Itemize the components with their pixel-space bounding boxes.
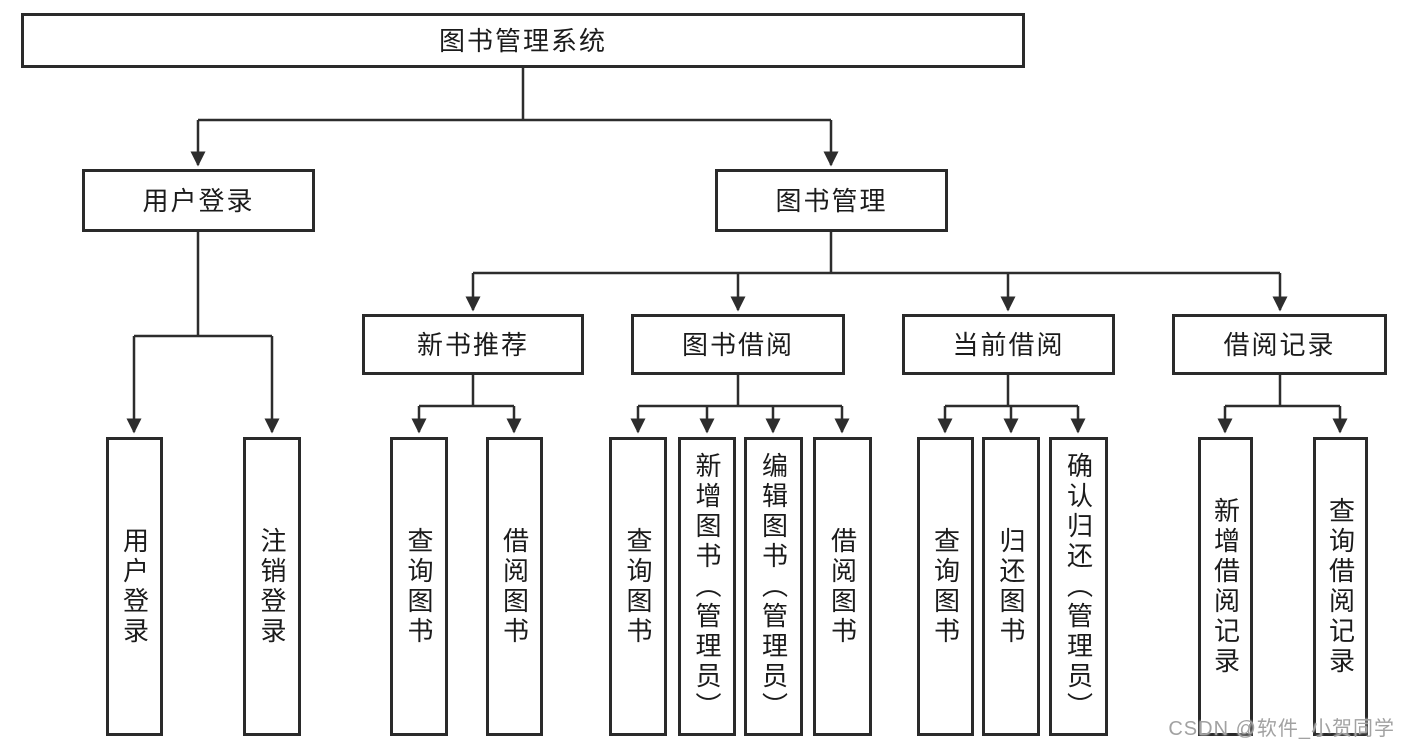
connector-borrow-records-trunk (1225, 375, 1340, 408)
node-new-book-recommend: 新书推荐 (362, 314, 584, 375)
leaf-nb-query-books-label: 查询图书 (404, 526, 434, 647)
leaf-br-query-record-label: 查询借阅记录 (1325, 496, 1356, 677)
node-book-borrow: 图书借阅 (631, 314, 845, 375)
node-library-system-label: 图书管理系统 (438, 25, 607, 56)
leaf-bb-borrow-books-label: 借阅图书 (827, 526, 858, 647)
leaf-cb-confirm-return-admin-label: 确认归还（管理员） (1063, 451, 1094, 722)
node-book-borrow-label: 图书借阅 (681, 329, 794, 360)
node-library-system: 图书管理系统 (21, 13, 1025, 68)
leaf-bb-edit-books-admin: 编辑图书（管理员） (744, 437, 803, 736)
node-book-management-label: 图书管理 (775, 185, 888, 216)
node-user-login: 用户登录 (82, 169, 315, 232)
leaf-cb-query-books-label: 查询图书 (930, 526, 961, 647)
leaf-user-login: 用户登录 (106, 437, 163, 736)
node-borrow-records: 借阅记录 (1172, 314, 1387, 375)
node-new-book-recommend-label: 新书推荐 (416, 329, 529, 360)
leaf-br-query-record: 查询借阅记录 (1313, 437, 1368, 736)
connector-current-borrow-trunk (945, 375, 1078, 408)
leaf-logout-label: 注销登录 (257, 526, 287, 647)
leaf-cb-query-books: 查询图书 (917, 437, 974, 736)
connector-book-borrow-trunk (638, 375, 842, 408)
leaf-cb-confirm-return-admin: 确认归还（管理员） (1049, 437, 1108, 736)
leaf-bb-query-books-label: 查询图书 (623, 526, 653, 647)
node-user-login-label: 用户登录 (142, 185, 255, 216)
connector-root-trunk (198, 68, 831, 122)
node-book-management: 图书管理 (715, 169, 948, 232)
leaf-br-add-record: 新增借阅记录 (1198, 437, 1253, 736)
connector-user-login-trunk (134, 232, 272, 338)
leaf-cb-return-books: 归还图书 (982, 437, 1040, 736)
leaf-nb-query-books: 查询图书 (390, 437, 448, 736)
leaf-bb-add-books-admin-label: 新增图书（管理员） (692, 451, 722, 722)
connector-new-book-recommend-trunk (419, 375, 514, 408)
leaf-bb-add-books-admin: 新增图书（管理员） (678, 437, 736, 736)
leaf-nb-borrow-books: 借阅图书 (486, 437, 543, 736)
leaf-br-add-record-label: 新增借阅记录 (1210, 496, 1241, 677)
leaf-bb-edit-books-admin-label: 编辑图书（管理员） (758, 451, 789, 722)
leaf-cb-return-books-label: 归还图书 (996, 526, 1026, 647)
node-borrow-records-label: 借阅记录 (1223, 329, 1336, 360)
leaf-nb-borrow-books-label: 借阅图书 (499, 526, 530, 647)
node-current-borrow-label: 当前借阅 (952, 329, 1065, 360)
connector-book-management-trunk (473, 232, 1280, 275)
leaf-bb-borrow-books: 借阅图书 (813, 437, 872, 736)
leaf-user-login-label: 用户登录 (119, 526, 150, 647)
leaf-bb-query-books: 查询图书 (609, 437, 667, 736)
watermark: CSDN @软件_小贺同学 (1168, 718, 1395, 740)
leaf-logout: 注销登录 (243, 437, 301, 736)
node-current-borrow: 当前借阅 (902, 314, 1115, 375)
